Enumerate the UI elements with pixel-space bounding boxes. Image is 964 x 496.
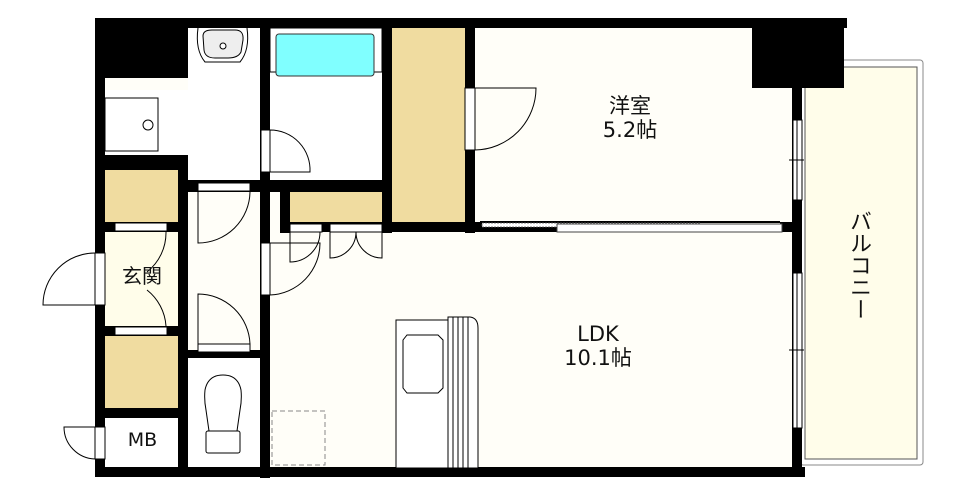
sliding-partition xyxy=(480,221,783,233)
storage-closets xyxy=(105,28,465,408)
ldk-size: 10.1帖 xyxy=(564,346,632,371)
meter-box-label: MB xyxy=(127,429,158,451)
toilet-icon xyxy=(204,374,242,454)
doors xyxy=(42,87,537,460)
ldk-name: LDK xyxy=(577,322,619,346)
western-room-size: 5.2帖 xyxy=(602,118,658,143)
windows xyxy=(789,119,804,429)
bathtub-icon xyxy=(269,27,383,77)
balcony xyxy=(799,59,924,466)
western-room-name: 洋室 xyxy=(609,94,651,118)
kitchen-counter xyxy=(395,316,479,469)
refrigerator-space-icon xyxy=(271,410,326,466)
ldk-label: LDK 10.1帖 xyxy=(553,322,643,370)
kitchen-sink-icon xyxy=(402,334,444,394)
western-room-label: 洋室 5.2帖 xyxy=(590,94,670,142)
balcony-label: バルコニー xyxy=(846,210,871,320)
washing-machine-pan-icon xyxy=(104,97,159,152)
washbasin-icon xyxy=(196,27,249,63)
entrance-label: 玄関 xyxy=(122,264,162,288)
